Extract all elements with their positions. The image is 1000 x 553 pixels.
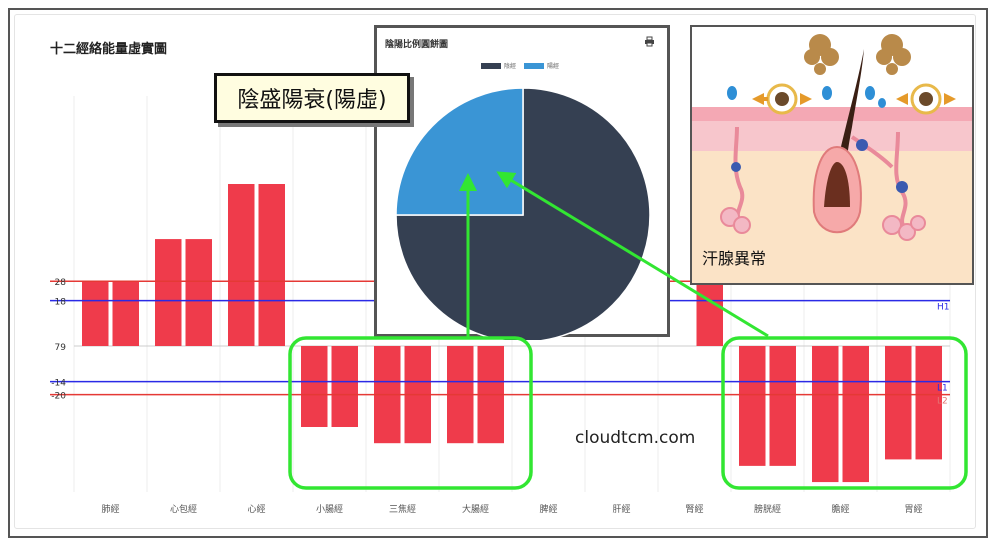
- pie-legend: 陰經 陽經: [481, 61, 559, 70]
- pie-chart-title: 陰陽比例圓餅圖: [385, 40, 449, 50]
- legend-item-yin[interactable]: 陰經: [481, 61, 516, 70]
- reference-label-0: 28: [55, 278, 67, 288]
- pie-chart-svg: [395, 87, 651, 340]
- x-tick-label: 膽經: [831, 503, 849, 515]
- bar-肺經-0[interactable]: [82, 281, 109, 346]
- reference-label-3: -20: [51, 392, 66, 402]
- legend-label-yang: 陽經: [547, 63, 560, 70]
- x-tick-label: 肺經: [101, 503, 119, 515]
- legend-swatch-yang: [524, 62, 545, 69]
- legend-swatch-yin: [481, 62, 501, 69]
- bar-心經-0[interactable]: [228, 184, 255, 346]
- x-tick-label: 小腸經: [316, 503, 343, 515]
- bar-chart-title: 十二經絡能量虛實圖: [50, 42, 168, 57]
- x-tick-label: 心經: [247, 503, 265, 515]
- x-tick-label: 肝經: [612, 503, 630, 515]
- bar-膀胱經-1[interactable]: [769, 346, 797, 466]
- bar-胃經-0[interactable]: [885, 346, 912, 460]
- bar-膽經-1[interactable]: [842, 346, 870, 483]
- bar-chart-card: [14, 14, 976, 529]
- bar-肺經-1[interactable]: [112, 281, 140, 346]
- bar-心包經-1[interactable]: [185, 239, 213, 346]
- sweat-gland-label: 汗腺異常: [702, 249, 767, 268]
- bar-膽經-0[interactable]: [812, 346, 839, 483]
- bar-膀胱經-0[interactable]: [739, 346, 766, 466]
- x-tick-label: 脾經: [539, 503, 557, 515]
- print-icon[interactable]: [644, 36, 655, 47]
- x-tick-label: 大腸經: [462, 503, 489, 515]
- right-label-L2: L2: [937, 397, 948, 407]
- bar-小腸經-0[interactable]: [301, 346, 328, 427]
- right-label-H1: H1: [937, 303, 950, 313]
- pie-slice-1[interactable]: [395, 87, 524, 216]
- sweat-gland-illustration: 汗腺異常: [690, 25, 974, 285]
- bar-小腸經-1[interactable]: [331, 346, 359, 427]
- right-label-L1: L1: [937, 384, 948, 394]
- x-tick-label: 胃經: [904, 503, 922, 515]
- reference-label-2: -14: [51, 379, 66, 389]
- baseline-label: 79: [55, 343, 67, 353]
- legend-item-yang[interactable]: 陽經: [524, 61, 559, 70]
- x-tick-label: 腎經: [685, 503, 703, 515]
- bar-心包經-0[interactable]: [155, 239, 182, 346]
- legend-label-yin: 陰經: [504, 63, 517, 70]
- pie-chart-panel: 陰陽比例圓餅圖 陰經 陽經: [374, 25, 670, 340]
- x-tick-label: 心包經: [170, 503, 197, 515]
- diagnosis-callout: 陰盛陽衰(陽虛): [214, 73, 410, 123]
- site-watermark: cloudtcm.com: [575, 428, 696, 448]
- reference-label-1: 18: [55, 298, 67, 308]
- x-tick-label: 膀胱經: [754, 503, 781, 515]
- x-tick-label: 三焦經: [389, 503, 416, 515]
- bar-心經-1[interactable]: [258, 184, 286, 346]
